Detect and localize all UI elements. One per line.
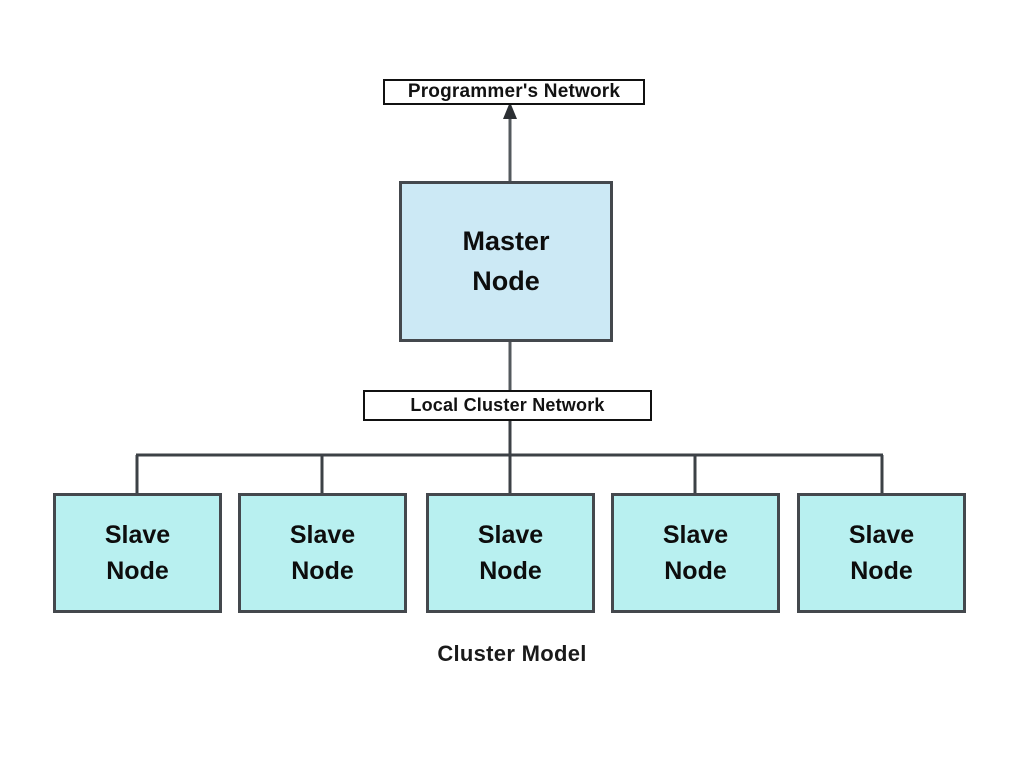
diagram-caption: Cluster Model — [437, 641, 587, 666]
local-cluster-network-label: Local Cluster Network — [363, 390, 652, 421]
slave-node-label-line1: Slave — [662, 520, 729, 549]
slave-node-label-line2: Node — [664, 557, 727, 585]
slave-node-box-1: Slave Node — [53, 493, 222, 613]
slave-node-label-line1: Slave — [477, 520, 544, 549]
master-node-label-line2: Node — [472, 265, 540, 296]
slave-node-box-2: Slave Node — [238, 493, 407, 613]
slave-node-label-line2: Node — [479, 557, 542, 585]
master-node-box: Master Node — [399, 181, 613, 342]
slave-node-label-line2: Node — [850, 557, 913, 585]
slave-node-box-3: Slave Node — [426, 493, 595, 613]
slave-node-label-line1: Slave — [848, 520, 915, 549]
slave-node-box-4: Slave Node — [611, 493, 780, 613]
programmers-network-label: Programmer's Network — [383, 79, 645, 105]
slave-node-box-5: Slave Node — [797, 493, 966, 613]
slave-node-label-line1: Slave — [289, 520, 356, 549]
slave-node-label-line2: Node — [291, 557, 354, 585]
slave-node-label-line2: Node — [106, 557, 169, 585]
master-node-label-line1: Master — [462, 226, 550, 257]
slave-node-label-line1: Slave — [104, 520, 171, 549]
